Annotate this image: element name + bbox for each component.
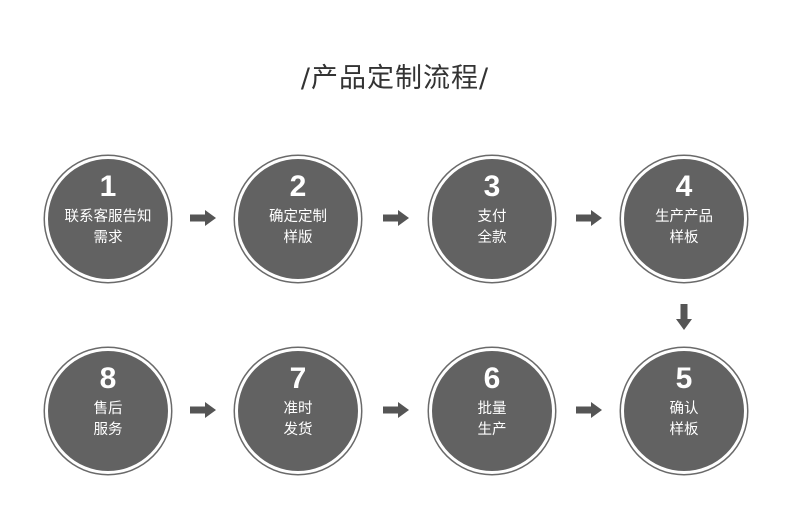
- step-label: 准时 发货: [238, 399, 358, 441]
- step-label-line1: 生产产品: [655, 209, 713, 225]
- step-label: 售后 服务: [48, 399, 168, 441]
- step-7-circle: 7 准时 发货: [238, 351, 358, 471]
- step-number: 8: [99, 362, 117, 395]
- step-label: 批量 生产: [432, 399, 552, 441]
- step-2-circle: 2 确定定制 样版: [238, 159, 358, 279]
- step-label: 支付 全款: [432, 207, 552, 249]
- step-label-line2: 全款: [477, 230, 507, 246]
- step-label-line2: 样板: [669, 230, 699, 246]
- step-label-line2: 需求: [93, 230, 123, 246]
- step-number: 4: [675, 170, 693, 203]
- step-1-circle: 1 联系客服告知 需求: [48, 159, 168, 279]
- step-6-circle: 6 批量 生产: [432, 351, 552, 471]
- arrow-right-icon: [576, 210, 602, 226]
- step-number: 7: [289, 362, 307, 395]
- step-label: 联系客服告知 需求: [48, 207, 168, 249]
- step-number: 1: [99, 170, 117, 203]
- step-label-line2: 发货: [283, 422, 313, 438]
- arrow-right-icon: [383, 402, 409, 418]
- step-label-line2: 服务: [93, 422, 123, 438]
- arrow-right-icon: [190, 210, 216, 226]
- step-label-line2: 生产: [477, 422, 507, 438]
- arrow-right-icon: [383, 210, 409, 226]
- step-label-line1: 售后: [93, 401, 123, 417]
- arrow-down-icon: [676, 304, 692, 330]
- step-label: 生产产品 样板: [624, 207, 744, 249]
- step-label: 确认 样板: [624, 399, 744, 441]
- arrow-right-icon: [190, 402, 216, 418]
- arrow-right-icon: [576, 402, 602, 418]
- step-number: 5: [675, 362, 693, 395]
- step-label-line1: 准时: [283, 401, 313, 417]
- step-label-line1: 支付: [477, 209, 507, 225]
- step-number: 6: [483, 362, 501, 395]
- step-label: 确定定制 样版: [238, 207, 358, 249]
- step-3-circle: 3 支付 全款: [432, 159, 552, 279]
- step-label-line1: 确认: [669, 401, 699, 417]
- step-8-circle: 8 售后 服务: [48, 351, 168, 471]
- page-title: /产品定制流程/: [300, 63, 490, 94]
- step-number: 2: [289, 170, 307, 203]
- step-4-circle: 4 生产产品 样板: [624, 159, 744, 279]
- step-label-line2: 样板: [669, 422, 699, 438]
- step-label-line2: 样版: [283, 230, 313, 246]
- step-label-line1: 批量: [477, 401, 507, 417]
- step-number: 3: [483, 170, 501, 203]
- step-5-circle: 5 确认 样板: [624, 351, 744, 471]
- step-label-line1: 联系客服告知: [64, 209, 152, 225]
- step-label-line1: 确定定制: [269, 209, 327, 225]
